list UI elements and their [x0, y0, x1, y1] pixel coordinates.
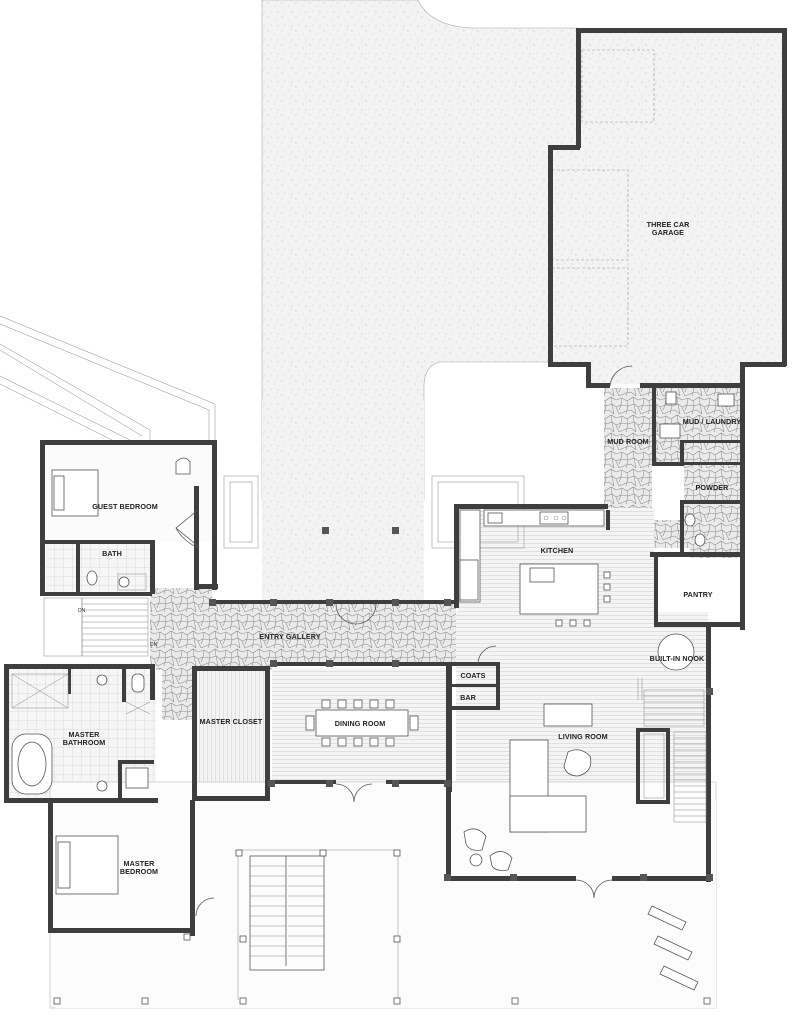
label-living-room: LIVING ROOM	[558, 732, 607, 741]
entry-gallery-floor	[150, 588, 456, 670]
label-powder: POWDER	[696, 483, 730, 492]
master-fixtures	[11, 673, 151, 895]
guest-wing-walls	[40, 440, 525, 596]
roof-lines	[0, 315, 216, 441]
label-entry-gallery: ENTRY GALLERY	[259, 632, 320, 641]
mud-laundry-walls	[650, 386, 744, 557]
label-master-closet: MASTER CLOSET	[200, 717, 263, 726]
garage-floor	[551, 30, 784, 384]
label-master-bathroom-1: MASTER	[69, 730, 101, 739]
label-coats: COATS	[460, 671, 485, 680]
porch-stair	[237, 849, 399, 1000]
porch-posts	[53, 849, 711, 1005]
lounge-chairs	[647, 905, 699, 991]
label-mud-room: MUD ROOM	[607, 437, 649, 446]
entry-doors	[195, 603, 613, 917]
label-pantry: PANTRY	[683, 590, 712, 599]
west-stair	[43, 597, 149, 657]
label-three-car-garage-2: GARAGE	[652, 228, 684, 237]
garage-walls	[548, 28, 787, 630]
bath-floor	[46, 544, 150, 594]
label-three-car-garage-1: THREE CAR	[647, 220, 691, 229]
label-guest-bedroom: GUEST BEDROOM	[92, 502, 158, 511]
master-closet-floor	[196, 670, 268, 798]
driveway-paving	[261, 0, 579, 600]
label-dining-room: DINING ROOM	[335, 719, 386, 728]
kitchen-fixtures	[459, 509, 695, 671]
label-bath: BATH	[102, 549, 122, 558]
label-master-bedroom-1: MASTER	[124, 859, 156, 868]
mud-room-floor	[596, 388, 740, 558]
living-furniture	[463, 703, 593, 871]
dining-table	[305, 699, 419, 747]
label-mud-laundry: MUD / LAUNDRY	[683, 417, 742, 426]
stair-down-marker-west: DN	[78, 608, 86, 614]
label-master-bedroom-2: BEDROOM	[120, 867, 158, 876]
label-bar: BAR	[460, 693, 477, 702]
label-master-bathroom-2: BATHROOM	[63, 738, 106, 747]
label-built-in-nook: BUILT-IN NOOK	[650, 654, 705, 663]
label-kitchen: KITCHEN	[541, 546, 574, 555]
stair-down-marker-center: DN	[150, 642, 158, 648]
gallery-columns	[209, 527, 713, 881]
east-stair	[637, 678, 707, 823]
